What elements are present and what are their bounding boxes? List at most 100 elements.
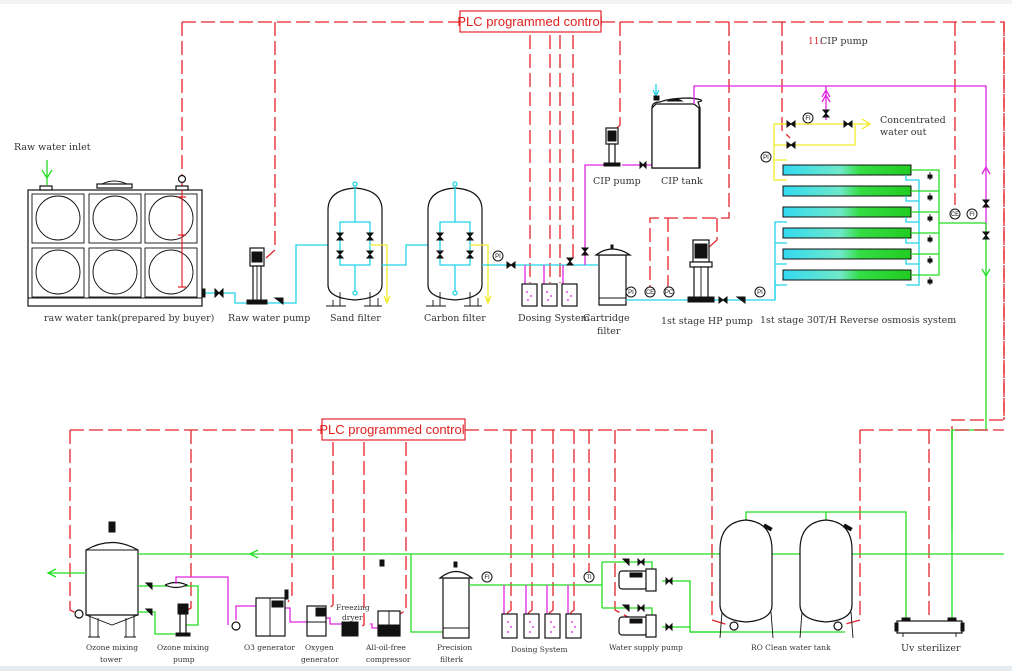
ozone-tower-label-1: Ozone mixing bbox=[86, 643, 138, 652]
freezing-dryer-label-2: dryer bbox=[342, 613, 363, 622]
valve-icon bbox=[981, 199, 991, 240]
cip-tank-label: CIP tank bbox=[661, 176, 703, 187]
carbon-filter[interactable] bbox=[426, 181, 483, 307]
uv-outlet-pipe bbox=[951, 430, 953, 620]
cip-tank[interactable] bbox=[651, 84, 703, 169]
flow-indicator-fi: FI bbox=[481, 571, 493, 583]
plc-top-box[interactable]: PLC programmed control bbox=[457, 10, 603, 33]
dosing-system-bottom[interactable] bbox=[501, 585, 582, 639]
svg-text:TI: TI bbox=[586, 575, 592, 581]
ro-clean-tank-label: RO Clean water tank bbox=[751, 643, 831, 652]
temperature-ti: TI bbox=[583, 571, 595, 583]
conductivity-ce: CE bbox=[949, 208, 961, 220]
flow-arrow bbox=[248, 549, 259, 559]
raw-water-pump[interactable] bbox=[246, 247, 268, 305]
svg-text:PI: PI bbox=[757, 290, 763, 296]
oil-free-compressor[interactable] bbox=[377, 610, 401, 637]
raw-water-inlet-arrow bbox=[41, 160, 53, 185]
o3-generator-label: O3 generator bbox=[244, 643, 295, 652]
ro-system-label: 1st stage 30T/H Reverse osmosis system bbox=[760, 315, 956, 326]
cip-note-text: CIP pump bbox=[820, 36, 868, 47]
conductivity-ce: CE bbox=[644, 286, 656, 298]
ro-system[interactable] bbox=[773, 123, 986, 300]
flow-indicator-fi: FI bbox=[802, 112, 814, 124]
ozone-gas-line bbox=[175, 576, 229, 625]
valve-icon bbox=[621, 557, 673, 632]
dosing-system-top[interactable] bbox=[521, 265, 578, 307]
precision-filter-feed bbox=[410, 554, 443, 633]
ozone-outlet bbox=[46, 568, 86, 578]
svg-text:PI: PI bbox=[763, 155, 769, 161]
oxygen-generator[interactable] bbox=[306, 605, 327, 637]
bottom-control-lines bbox=[69, 429, 1004, 629]
ozone-tower-label-2: tower bbox=[100, 655, 122, 664]
raw-water-tank-label: raw water tank(prepared by buyer) bbox=[44, 313, 214, 324]
water-supply-pump-label: Water supply pump bbox=[609, 643, 683, 652]
o3-generator[interactable] bbox=[255, 589, 289, 637]
compressor-label-1: All-oil-free bbox=[365, 643, 406, 652]
gas-line bbox=[235, 605, 378, 629]
dosing-system-bottom-label: Dosing System bbox=[511, 645, 568, 654]
check-valve-icon bbox=[735, 296, 746, 304]
hp-pump-label: 1st stage HP pump bbox=[661, 316, 753, 327]
svg-text:FI: FI bbox=[805, 116, 811, 122]
freezing-dryer-label-1: Freezing bbox=[336, 603, 370, 612]
cip-pump-label: CIP pump bbox=[593, 176, 641, 187]
uv-sterilizer[interactable] bbox=[894, 617, 965, 637]
ro-clean-water-tank-1[interactable] bbox=[719, 519, 774, 639]
sand-filter-drain bbox=[370, 244, 391, 305]
tank-inlet-pipe bbox=[745, 511, 907, 621]
valve-icon bbox=[214, 287, 224, 299]
plc-top-label: PLC programmed control bbox=[457, 14, 602, 29]
svg-text:FI: FI bbox=[969, 212, 975, 218]
precision-filter[interactable] bbox=[438, 561, 474, 639]
uv-sterilizer-label: Uv sterilizer bbox=[901, 643, 961, 654]
cartridge-filter[interactable] bbox=[594, 244, 632, 306]
flowmeter-icon bbox=[231, 621, 241, 631]
top-strip bbox=[0, 0, 1012, 4]
hp-pump[interactable] bbox=[687, 239, 715, 303]
ro-clean-water-tank-2[interactable] bbox=[799, 519, 854, 639]
ejector-icon bbox=[164, 581, 189, 589]
tank-panels bbox=[31, 193, 198, 298]
freezing-dryer[interactable] bbox=[341, 621, 359, 637]
concentrate-label-2: water out bbox=[880, 127, 927, 138]
water-supply-pump-2[interactable] bbox=[618, 614, 657, 638]
valve-icon bbox=[565, 257, 575, 266]
cip-return-line bbox=[693, 85, 987, 230]
svg-text:CE: CE bbox=[646, 290, 654, 296]
water-supply-pump-1[interactable] bbox=[618, 568, 657, 592]
raw-water-tank[interactable] bbox=[27, 174, 203, 307]
ozone-mixing-pump[interactable] bbox=[175, 603, 191, 637]
valve-icon bbox=[639, 160, 647, 170]
check-valve-icon bbox=[144, 582, 153, 617]
valve-icon bbox=[718, 296, 728, 304]
cip-line bbox=[584, 164, 652, 265]
sand-filter[interactable] bbox=[326, 181, 383, 307]
raw-water-inlet-label: Raw water inlet bbox=[14, 142, 91, 153]
cip-pump[interactable] bbox=[603, 127, 621, 167]
supply-pump-pipes bbox=[601, 561, 722, 633]
svg-text:PI: PI bbox=[628, 290, 634, 296]
pressure-gauge-pi: PI bbox=[492, 250, 504, 262]
cartridge-filter-label-1: Cartridge bbox=[583, 313, 630, 324]
plc-bottom-box[interactable]: PLC programmed control bbox=[319, 418, 466, 441]
pressure-control-pc: PC bbox=[663, 286, 675, 298]
concentrate-label-1: Concentrated bbox=[880, 115, 946, 126]
cip-arrow bbox=[981, 165, 991, 175]
plc-bottom-label: PLC programmed control bbox=[319, 422, 464, 437]
valve-icon bbox=[506, 261, 516, 269]
pressure-gauge-pi: PI bbox=[625, 286, 637, 298]
vent-valve-icon bbox=[379, 559, 385, 567]
svg-text:PC: PC bbox=[665, 290, 674, 296]
permeate-line bbox=[951, 223, 987, 530]
oxygen-gen-label-1: Oxygen bbox=[305, 643, 334, 652]
cartridge-filter-label-2: filter bbox=[597, 326, 621, 337]
cip-note-number: 11. bbox=[808, 37, 822, 47]
ozone-pump-label-2: pump bbox=[173, 655, 195, 664]
ozone-mixing-tower[interactable] bbox=[74, 521, 139, 638]
pressure-gauge-pi: PI bbox=[754, 286, 766, 298]
ozone-pump-label-1: Ozone mixing bbox=[157, 643, 209, 652]
sand-to-carbon-pipe bbox=[382, 244, 440, 266]
